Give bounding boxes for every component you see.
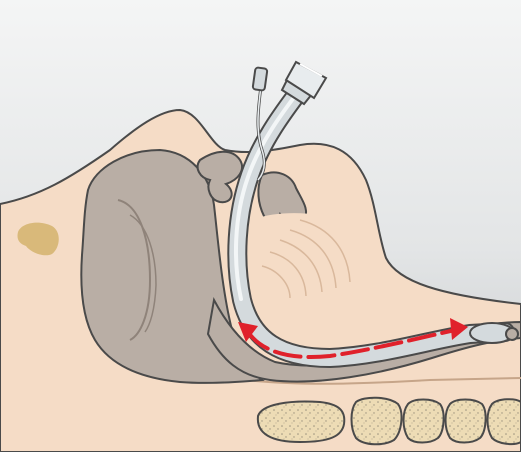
tube-tip xyxy=(506,328,518,340)
vertebra-2 xyxy=(352,398,402,445)
vertebra-4 xyxy=(446,400,486,443)
cervical-vertebrae xyxy=(258,398,521,445)
vertebra-5 xyxy=(488,399,521,444)
vertebra-1 xyxy=(258,402,344,442)
vertebra-3 xyxy=(404,400,444,443)
